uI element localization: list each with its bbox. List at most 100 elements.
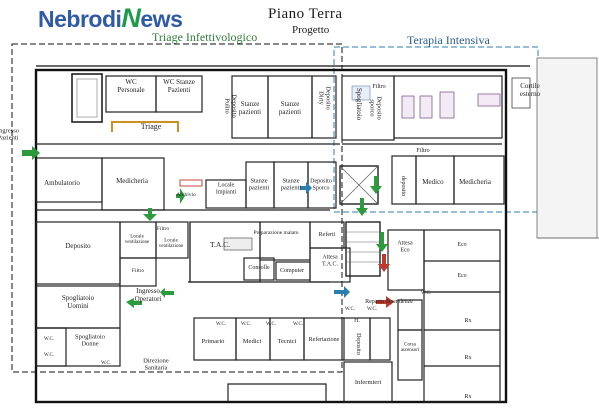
flow-arrows (22, 146, 388, 308)
room-label-line: Archivio (176, 192, 196, 198)
stair-treads (346, 231, 380, 263)
room-label-deposito-right: deposito (400, 176, 406, 196)
cortile-box (511, 77, 531, 109)
room-label-wc-b: W.C. (44, 353, 54, 358)
room-label-deposito-left: Deposito (65, 242, 91, 250)
room-label-rx-3: Rx (464, 394, 471, 400)
room-label-line: Reparto dipendenze (365, 299, 413, 305)
room-label-eco-2: Eco (457, 273, 466, 279)
room-label-archivio: Archivio (176, 192, 196, 198)
room-label-line: Pulito (223, 98, 230, 114)
room-label-line: Stanze (282, 177, 299, 184)
room-label-filtro-a: Filtro (157, 226, 169, 232)
room-label-line: WC Stanze (163, 78, 195, 86)
room-label-line: Computer (280, 268, 304, 274)
room-label-wc-i: W.C. (367, 307, 377, 312)
room-label-line: Primario (202, 338, 225, 345)
plan-title: Piano Terra (268, 6, 343, 22)
fixture-spogliatoio (351, 85, 371, 101)
room-label-tecnici: Tecnici (277, 338, 296, 345)
triage-desk (111, 121, 179, 132)
room-label-consolle: Consolle (248, 265, 270, 271)
room-label-ambulatorio: Ambulatorio (44, 179, 80, 187)
room-label-line: Attesa (322, 255, 338, 261)
room-label-computer: Computer (280, 268, 304, 274)
room-label-line: W.C. (293, 322, 303, 327)
room-label-line: Medicheria (116, 177, 149, 185)
bottom-row-walls (193, 299, 423, 403)
room-label-line: Rx (464, 355, 471, 361)
room-label-deposito-sporco-top: Depositosporco (368, 96, 382, 119)
zone-label-triage: Triage Infettivologico (152, 30, 258, 44)
fixture-red (179, 179, 203, 187)
plan-subtitle: Progetto (292, 24, 330, 36)
room-label-line: Medico (422, 178, 444, 186)
room-label-line: ventilazione (125, 240, 150, 245)
room-label-deposito-pulito: DepositoPulito (223, 94, 237, 117)
room-label-line: Locale (130, 234, 144, 239)
room-label-tac: T.A.C. (210, 240, 230, 249)
cortile-esterno-area (536, 57, 598, 239)
room-label-line: Attesa (397, 241, 413, 247)
room-label-wc-a: W.C. (44, 337, 54, 342)
room-label-line: W.C. (266, 322, 276, 327)
room-label-line: T.A.C. (322, 261, 339, 267)
room-label-line: Preparazione malato (253, 230, 298, 236)
room-label-wc-j: W.C. (421, 291, 431, 296)
room-label-line: Sanitaria (144, 365, 167, 372)
room-label-line: Stanze (250, 177, 267, 184)
top-row-walls (36, 73, 503, 211)
room-label-line: pazienti (279, 108, 301, 116)
room-label-wc-h: W.C. (345, 307, 355, 312)
room-label-line: W.C. (421, 291, 431, 296)
room-label-line: Consolle (248, 265, 270, 271)
room-label-line: Ambulatorio (44, 179, 80, 187)
nebrodinews-logo: NebrodiNews (38, 3, 183, 33)
zone-label-terapia-intensiva: Terapia Intensiva (407, 33, 490, 47)
room-label-line: pazienti (281, 185, 302, 192)
room-label-medico: Medico (422, 178, 444, 186)
room-label-line: Uomini (67, 302, 88, 310)
room-label-line: Rx (464, 394, 471, 400)
room-label-line: Pazienti (168, 86, 191, 94)
blue-arrows (300, 182, 350, 298)
triage-zone-boundary (11, 43, 343, 373)
room-label-line: Infermieri (355, 379, 382, 386)
room-label-primario: Primario (202, 338, 225, 345)
room-label-line: Sporco (313, 185, 330, 191)
room-label-line: pazienti (239, 108, 261, 116)
middle-row-walls (35, 155, 505, 211)
terapia-intensiva-zone-boundary (333, 46, 539, 213)
room-label-line: Rx (464, 318, 471, 324)
room-label-triage: Triage (141, 122, 162, 131)
room-label-rx-2: Rx (464, 355, 471, 361)
right-block-walls (387, 229, 501, 403)
room-label-line: WC (125, 78, 137, 86)
room-label-line: sporco (368, 99, 375, 116)
room-label-line: W.C. (367, 307, 377, 312)
entrance-canopy (227, 383, 327, 402)
room-label-line: Operatori (135, 295, 162, 303)
room-label-line: Tecnici (277, 338, 296, 345)
room-label-line: W.C. (44, 353, 54, 358)
room-label-line: deposito (400, 176, 406, 196)
room-label-ingresso-pazienti: IngressoPazienti (0, 127, 19, 141)
room-label-medici: Medici (243, 338, 262, 345)
room-label-line: W.C. (44, 337, 54, 342)
room-label-line: Medicheria (459, 178, 492, 186)
room-label-line: Deposito (355, 333, 361, 355)
room-label-refertazione-top: Referti (319, 231, 336, 238)
